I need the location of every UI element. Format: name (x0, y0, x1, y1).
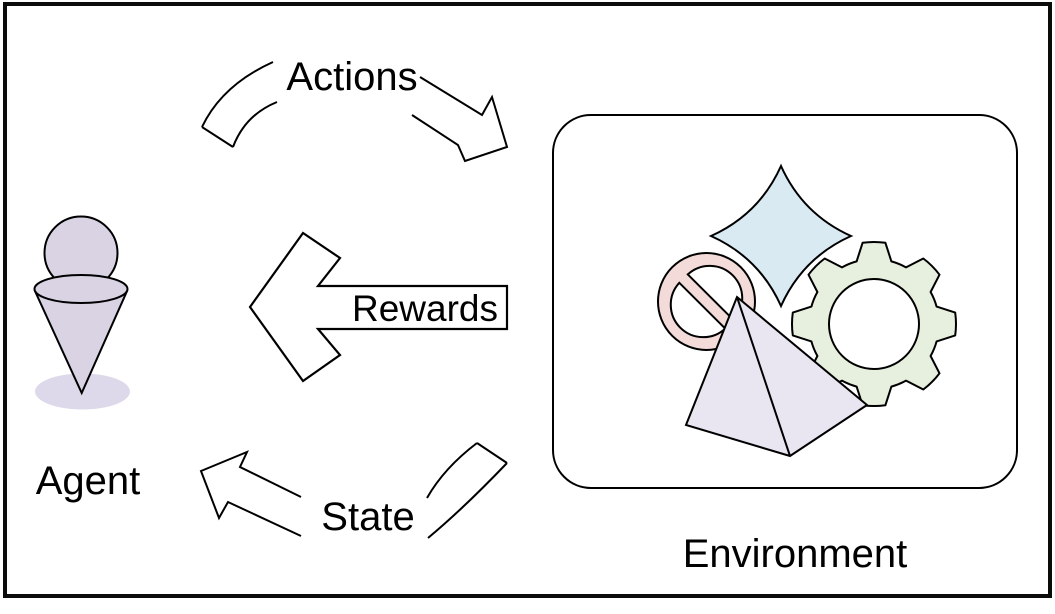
gear-icon (791, 241, 957, 407)
no-sign-lower-gap (669, 281, 727, 339)
person-pin-icon (33, 215, 130, 410)
actions-arrow (201, 61, 509, 163)
rewards-arrow (248, 231, 509, 383)
environment-box (552, 114, 1018, 489)
actions-label: Actions (286, 55, 417, 99)
actions-arrowhead (411, 76, 509, 163)
pyramid-icon (684, 295, 869, 458)
state-arrow (199, 442, 508, 539)
actions-arrow-band (201, 61, 278, 148)
environment-label: Environment (683, 532, 908, 576)
state-label: State (321, 495, 414, 539)
state-arrow-band (426, 442, 508, 539)
outer-border (3, 2, 1052, 598)
rewards-label: Rewards (352, 288, 498, 329)
agent-body-cone (33, 289, 129, 396)
gear-hole (828, 278, 920, 370)
agent-cone-rim (33, 274, 129, 304)
no-sign-icon (657, 252, 756, 351)
star-icon (708, 163, 854, 309)
agent-label: Agent (36, 459, 141, 503)
state-arrowhead (199, 450, 302, 537)
